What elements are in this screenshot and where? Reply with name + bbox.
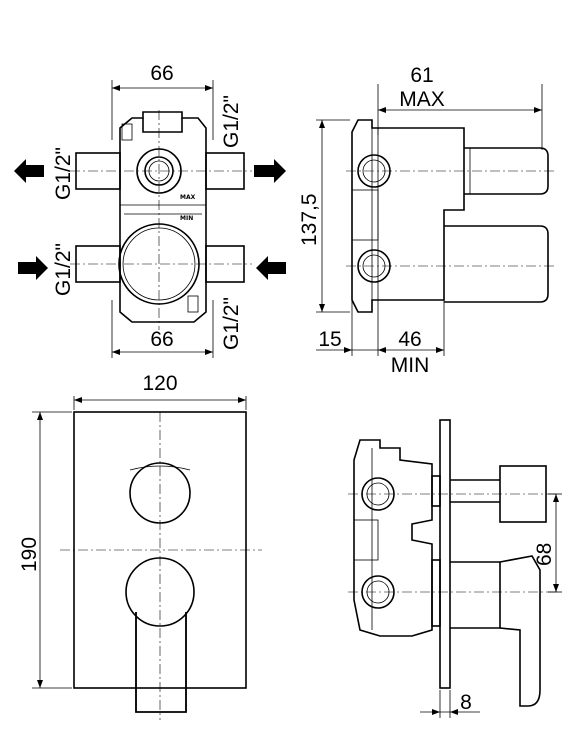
thread-top-left-label: G1/2": [52, 147, 75, 200]
front-view-plate: 120 190: [18, 372, 262, 720]
min-mark: MIN: [180, 215, 193, 222]
plate-height-label: 190: [18, 537, 41, 572]
thread-top-right-label: G1/2": [220, 95, 243, 148]
inlet-arrow-left-icon: [18, 256, 48, 280]
thread-bottom-right-label: G1/2": [220, 297, 243, 350]
dim-width-bottom: 66: [111, 300, 214, 358]
outlet-arrow-right-icon: [254, 159, 286, 183]
outlet-arrow-left-icon: [14, 159, 44, 183]
width-top-label: 66: [150, 62, 173, 85]
depth-min-value: 46: [398, 328, 421, 351]
side-view-assembly: 68 8: [348, 419, 562, 718]
thread-bottom-left-label: G1/2": [52, 243, 75, 296]
spacing-label: 68: [533, 543, 556, 566]
plate-thickness-label: 8: [460, 691, 472, 714]
depth-max-label: MAX: [399, 88, 445, 111]
side-view-body: 61 MAX 137,5 15 46 MIN: [298, 64, 556, 377]
offset-label: 15: [318, 328, 341, 351]
front-view-body: 66 MAX MIN G1/2": [14, 62, 286, 358]
dim-width-top: 66: [111, 62, 214, 140]
inlet-arrow-right-icon: [256, 256, 286, 280]
max-mark: MAX: [180, 194, 196, 201]
width-bottom-label: 66: [150, 328, 173, 351]
plate-width-label: 120: [142, 372, 177, 395]
depth-min-label: MIN: [391, 354, 430, 377]
depth-max-value: 61: [410, 64, 433, 87]
height-label: 137,5: [298, 193, 321, 246]
